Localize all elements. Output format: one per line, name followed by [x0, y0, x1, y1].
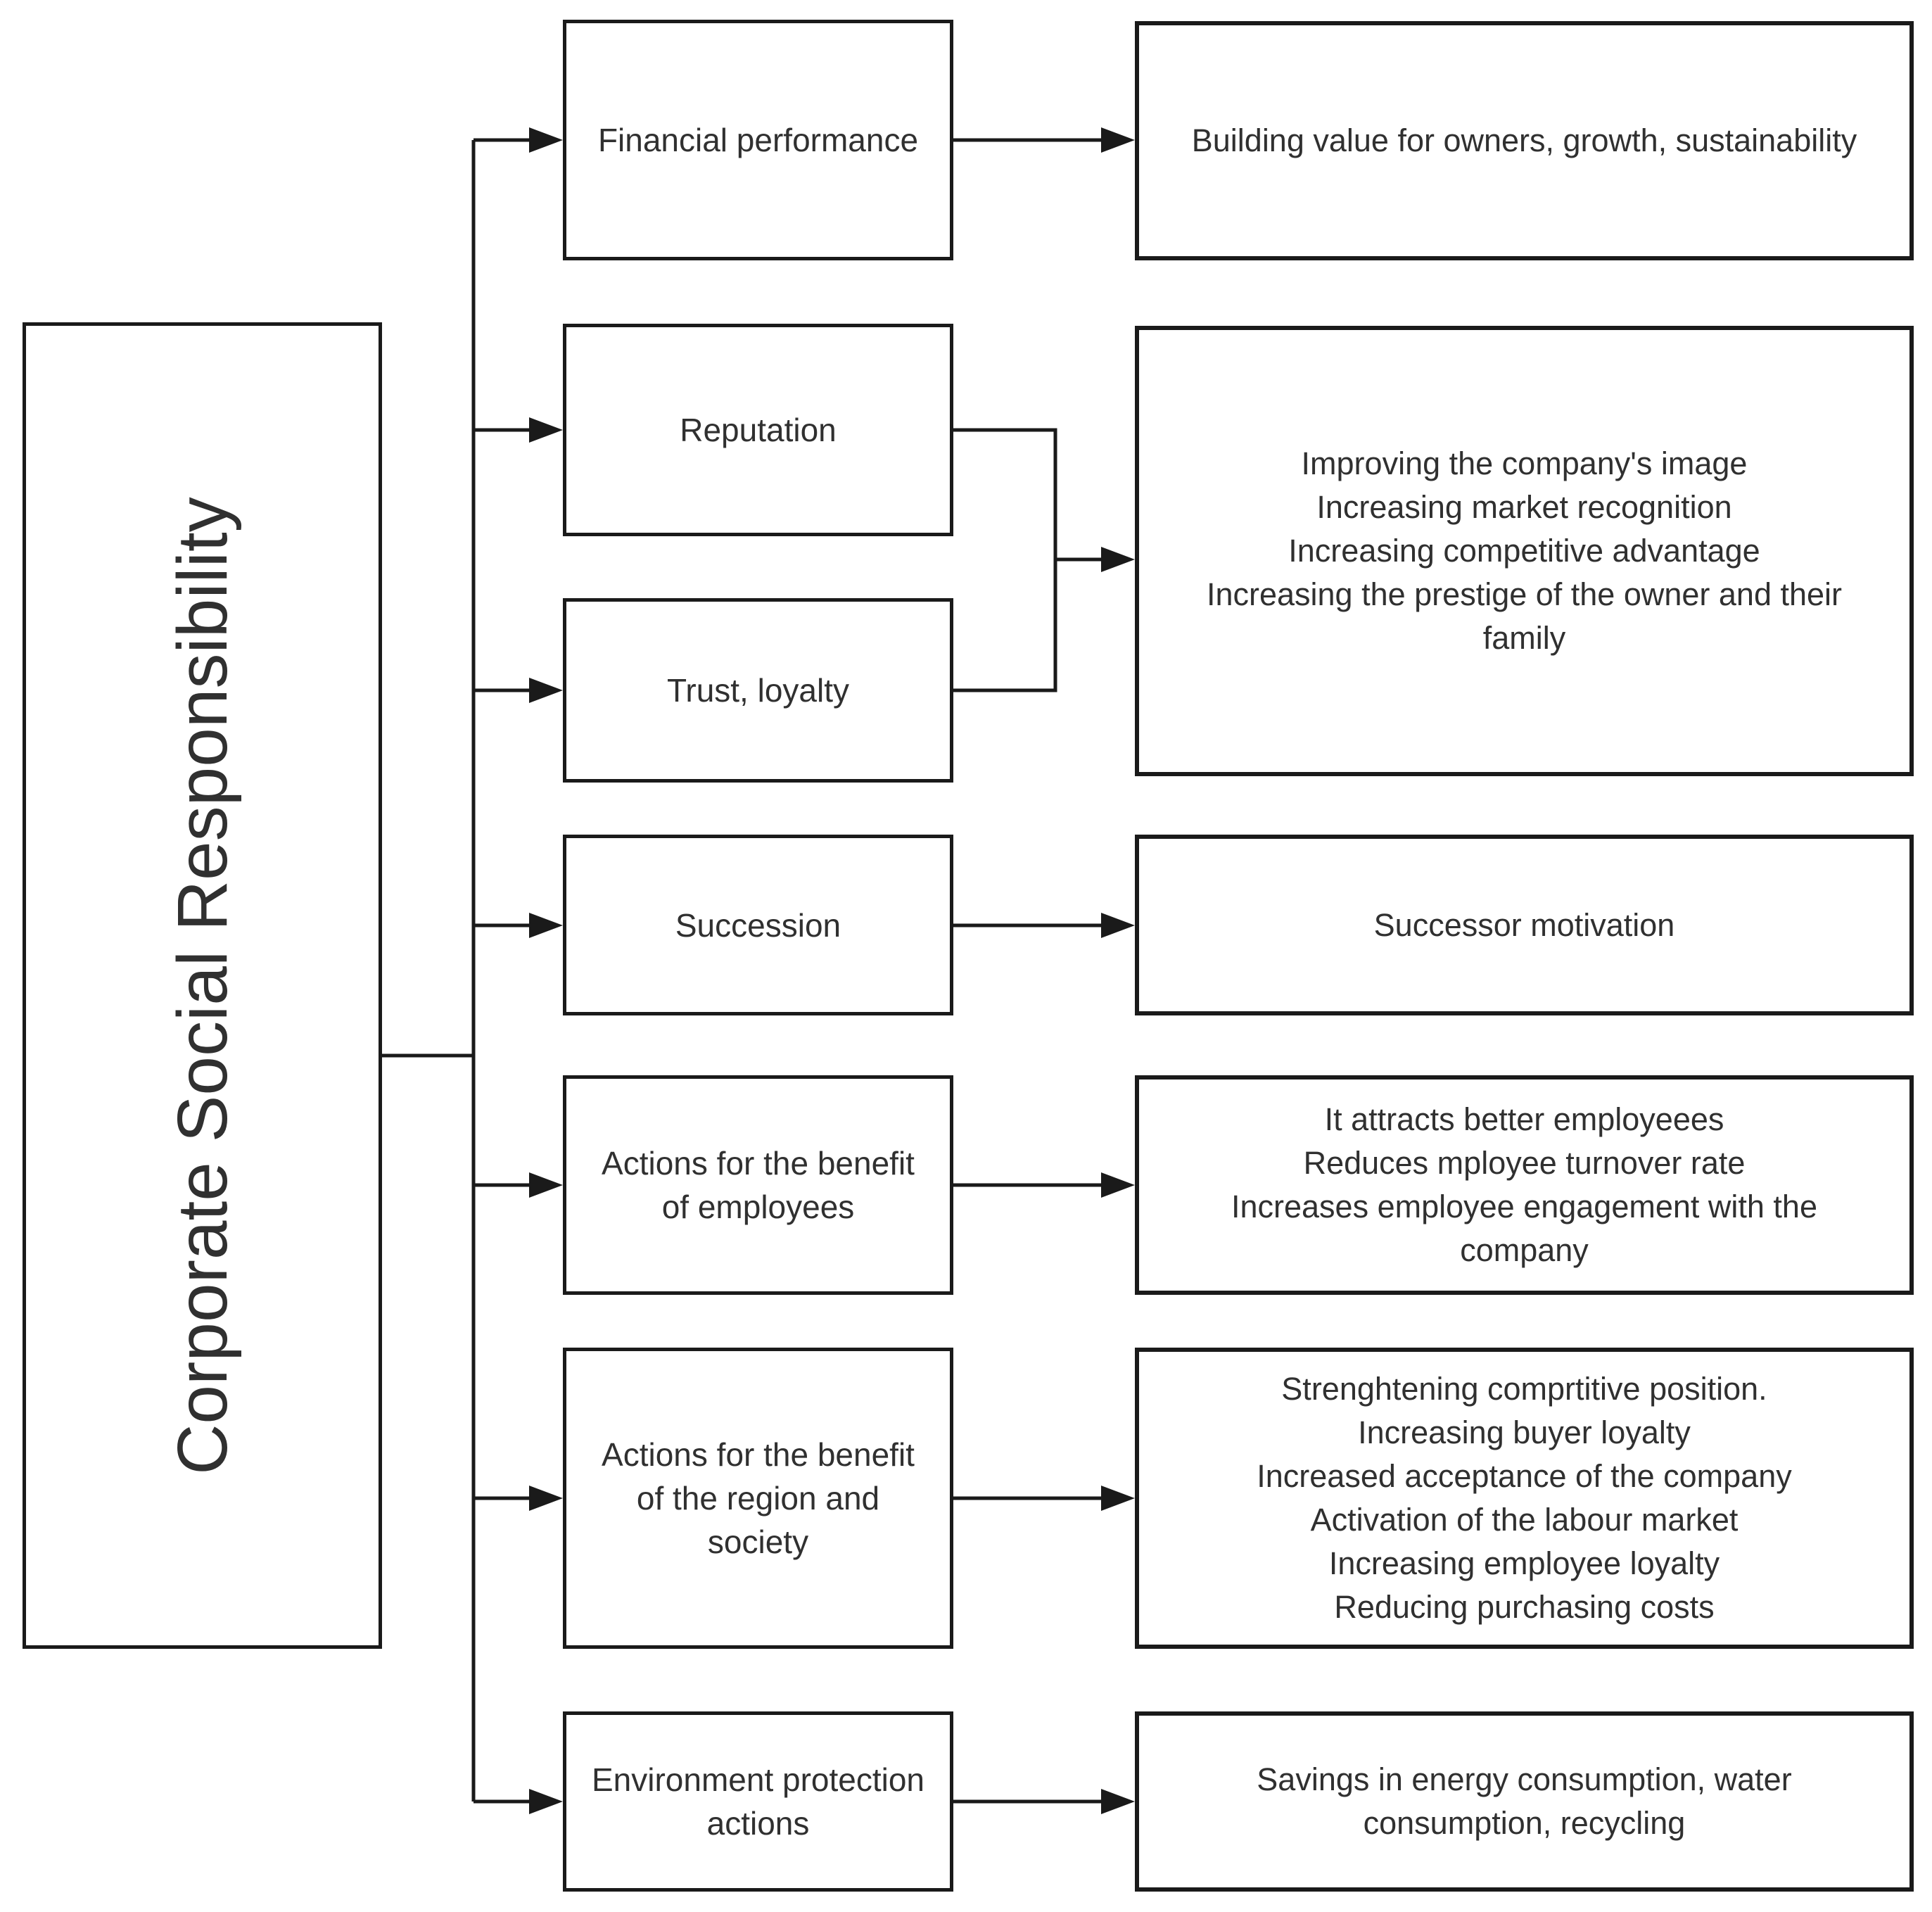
node-label-outcome-region-society-benefits: Strenghtening comprtitive position. Incr…	[1257, 1371, 1792, 1625]
arrowhead-succession	[529, 913, 563, 938]
node-environment-protection-actions: Environment protection actions	[563, 1711, 953, 1892]
arrowhead-environment-outcome	[1101, 1789, 1135, 1814]
node-label-outcome-successor-motivation: Successor motivation	[1373, 906, 1675, 943]
node-label-outcome-savings-recycling: Savings in energy consumption, water con…	[1257, 1761, 1792, 1841]
node-label-outcome-building-value: Building value for owners, growth, susta…	[1191, 122, 1857, 158]
node-outcome-successor-motivation: Successor motivation	[1135, 835, 1914, 1015]
node-outcome-region-society-benefits: Strenghtening comprtitive position. Incr…	[1135, 1348, 1914, 1649]
node-label-actions-benefit-region-society: Actions for the benefit of the region an…	[602, 1436, 915, 1560]
node-succession: Succession	[563, 835, 953, 1015]
arrowhead-merged-outcome	[1101, 547, 1135, 572]
node-actions-benefit-employees: Actions for the benefit of employees	[563, 1075, 953, 1295]
node-outcome-employee-benefits: It attracts better employeees Reduces mp…	[1135, 1075, 1914, 1295]
node-outcome-image-recognition-advantage-prestige: Improving the company's image Increasing…	[1135, 326, 1914, 776]
arrowhead-succession-outcome	[1101, 913, 1135, 938]
arrowhead-region-outcome	[1101, 1486, 1135, 1511]
arrowhead-trust	[529, 678, 563, 703]
node-label-environment-protection-actions: Environment protection actions	[591, 1761, 925, 1842]
merge-connector-reputation-trust	[953, 428, 1057, 692]
arrowhead-financial-outcome	[1101, 127, 1135, 153]
arrowhead-employees-outcome	[1101, 1172, 1135, 1198]
node-label-trust-loyalty: Trust, loyalty	[666, 672, 850, 709]
node-label-actions-benefit-employees: Actions for the benefit of employees	[602, 1145, 915, 1225]
node-reputation: Reputation	[563, 324, 953, 536]
node-label-financial-performance: Financial performance	[597, 122, 919, 158]
arrowhead-environment	[529, 1789, 563, 1814]
node-outcome-savings-recycling: Savings in energy consumption, water con…	[1135, 1711, 1914, 1892]
arrowhead-employees	[529, 1172, 563, 1198]
node-label-succession: Succession	[675, 906, 841, 944]
node-label-outcome-image-recognition-advantage-prestige: Improving the company's image Increasing…	[1206, 445, 1843, 656]
node-actions-benefit-region-society: Actions for the benefit of the region an…	[563, 1348, 953, 1649]
arrowhead-financial	[529, 127, 563, 153]
node-trust-loyalty: Trust, loyalty	[563, 598, 953, 783]
node-financial-performance: Financial performance	[563, 20, 953, 260]
node-label-corporate-social-responsibility: Corporate Social Responsibility	[163, 496, 242, 1475]
arrowhead-region	[529, 1486, 563, 1511]
node-corporate-social-responsibility: Corporate Social Responsibility	[23, 322, 382, 1649]
node-outcome-building-value: Building value for owners, growth, susta…	[1135, 21, 1914, 260]
arrowhead-reputation	[529, 417, 563, 443]
node-label-reputation: Reputation	[680, 412, 837, 448]
node-label-outcome-employee-benefits: It attracts better employeees Reduces mp…	[1231, 1101, 1817, 1268]
